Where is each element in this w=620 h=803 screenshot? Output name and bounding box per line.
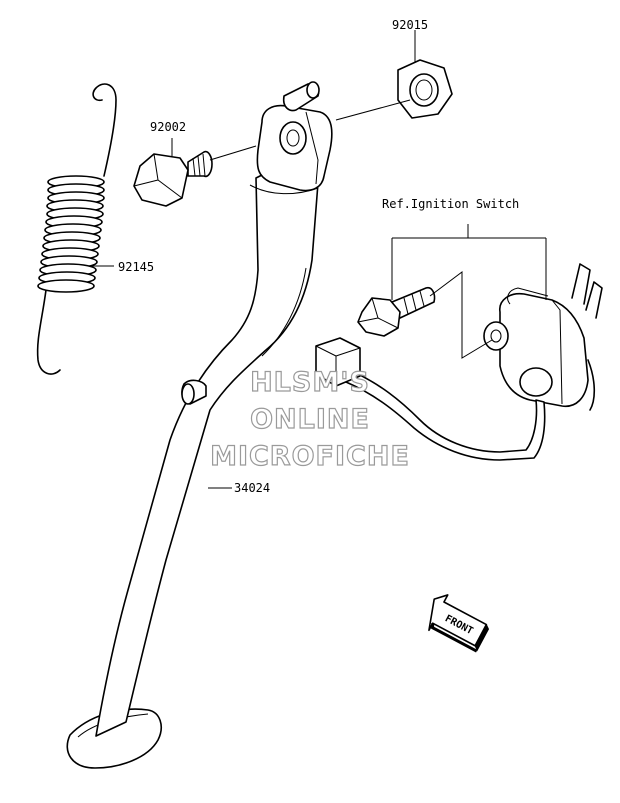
- part-number-34024: 34024: [234, 481, 270, 495]
- side-stand-part: [66, 104, 333, 769]
- part-number-92145: 92145: [118, 260, 154, 274]
- watermark: HLSM'S ONLINE MICROFICHE: [209, 366, 410, 472]
- pin-part: [282, 81, 320, 112]
- reference-label: Ref.Ignition Switch: [382, 197, 519, 211]
- ignition-switch-part: [315, 263, 603, 461]
- watermark-line-1: HLSM'S: [250, 367, 370, 398]
- leader-lines: [92, 30, 547, 489]
- switch-bolt-part: [357, 286, 436, 337]
- part-number-92002: 92002: [150, 120, 186, 134]
- bolt-92002-part: [133, 150, 213, 207]
- nut-92015-part: [397, 59, 453, 119]
- spring-92145-part: [36, 83, 117, 375]
- part-number-92015: 92015: [392, 18, 428, 32]
- watermark-line-2: ONLINE: [250, 404, 370, 435]
- front-direction-arrow: FRONT: [428, 594, 490, 653]
- watermark-line-3: MICROFICHE: [210, 441, 410, 472]
